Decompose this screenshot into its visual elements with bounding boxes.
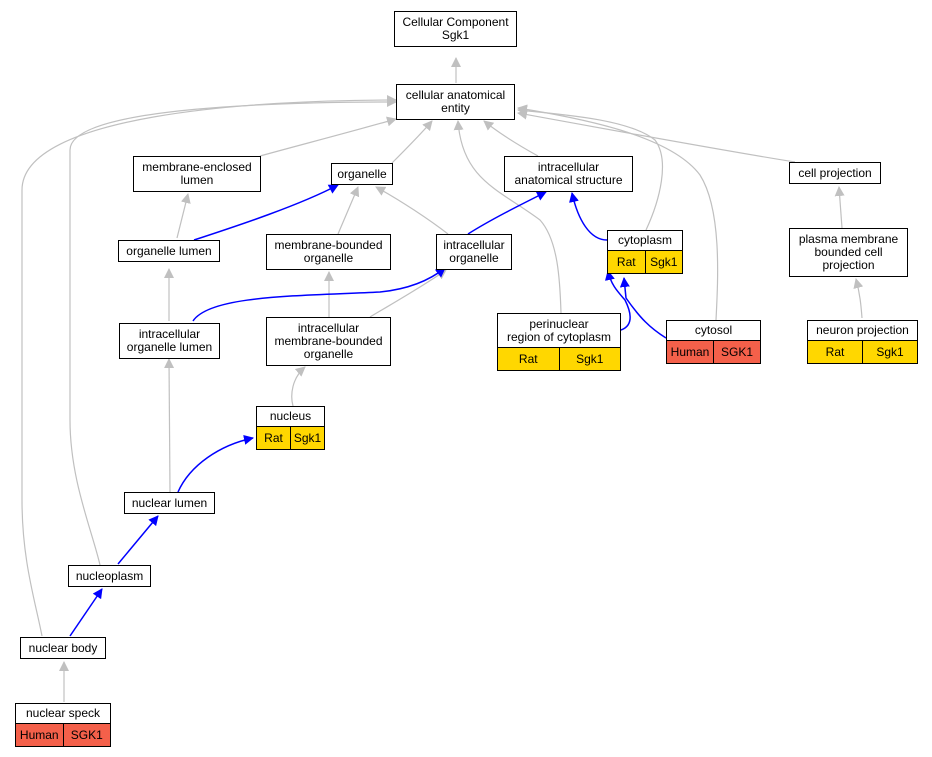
gene-cell: Sgk1 — [644, 251, 683, 273]
edge-cytoplasm-cae — [517, 105, 663, 231]
node-iol[interactable]: intracellular organelle lumen — [119, 323, 220, 359]
annotation-row: Rat Sgk1 — [808, 340, 917, 363]
annotation-row: Rat Sgk1 — [608, 250, 682, 273]
node-label: plasma membrane bounded cell projection — [798, 232, 899, 272]
node-label: cytoplasm — [617, 233, 673, 247]
node-label: nucleoplasm — [75, 568, 144, 583]
edge-nuclumen-nucleus — [177, 434, 254, 493]
node-label: nuclear lumen — [131, 495, 208, 510]
edge-intorg-ias — [467, 191, 547, 235]
edge-nuclumen-iol — [164, 358, 175, 493]
species-cell: Rat — [616, 255, 636, 269]
node-label: Cellular Component Sgk1 — [402, 15, 509, 42]
species-cell: Rat — [264, 431, 283, 445]
gene-cell: SGK1 — [62, 724, 111, 746]
edge-organelle-cae — [391, 120, 433, 164]
node-label: intracellular organelle — [443, 238, 505, 265]
node-label: nuclear speck — [25, 706, 101, 720]
gene-cell: Sgk1 — [558, 348, 621, 370]
node-label: cytosol — [694, 323, 733, 337]
node-mbo[interactable]: membrane-bounded organelle — [266, 234, 391, 270]
node-mel[interactable]: membrane-enclosed lumen — [133, 156, 261, 192]
node-label: intracellular membrane-bounded organelle — [274, 321, 383, 361]
edge-perinuc-cae — [453, 120, 562, 314]
node-label: intracellular anatomical structure — [514, 160, 623, 187]
edge-pmbcp-cellproj — [834, 186, 845, 229]
node-label: membrane-bounded organelle — [274, 238, 383, 265]
node-root[interactable]: Cellular Component Sgk1 — [394, 11, 517, 47]
node-orglumen[interactable]: organelle lumen — [118, 240, 220, 262]
edge-nucleoplasm-nuclumen — [117, 515, 159, 565]
node-label: nuclear body — [28, 640, 98, 655]
edge-perinuc-cytoplasm — [605, 270, 631, 331]
edge-nucbody-cae — [21, 95, 397, 637]
edge-nucbody-nucleoplasm — [69, 588, 103, 637]
edge-orglumen-organelle — [193, 184, 339, 241]
node-label: intracellular organelle lumen — [126, 327, 213, 354]
node-label: perinuclear region of cytoplasm — [506, 316, 612, 344]
species-cell: Rat — [518, 352, 538, 366]
edge-intorg-organelle — [375, 186, 449, 235]
node-label: organelle — [337, 166, 387, 181]
species-cell: Human — [19, 728, 59, 742]
node-nucbody[interactable]: nuclear body — [20, 637, 106, 659]
node-cae[interactable]: cellular anatomical entity — [396, 84, 515, 120]
species-cell: Rat — [825, 345, 845, 359]
node-pmbcp[interactable]: plasma membrane bounded cell projection — [789, 228, 908, 277]
node-label: cell projection — [798, 165, 872, 180]
gene-cell: Sgk1 — [862, 341, 917, 363]
node-nuclumen[interactable]: nuclear lumen — [124, 492, 215, 514]
gene-cell: SGK1 — [713, 341, 760, 363]
node-label: neuron projection — [816, 323, 909, 337]
node-label: membrane-enclosed lumen — [142, 160, 252, 187]
edge-cytosol-cytoplasm — [619, 277, 667, 339]
species-cell: Human — [670, 345, 710, 359]
node-ias[interactable]: intracellular anatomical structure — [504, 156, 633, 192]
edge-cellproj-cae — [517, 109, 796, 163]
edge-ias-cae — [483, 120, 539, 157]
edge-cytoplasm-ias — [569, 192, 608, 241]
edge-mel-cae — [259, 116, 397, 157]
node-imbo[interactable]: intracellular membrane-bounded organelle — [266, 317, 391, 366]
annotation-row: Rat Sgk1 — [257, 426, 324, 449]
node-organelle[interactable]: organelle — [331, 163, 393, 185]
edge-nucleus-imbo — [291, 366, 306, 407]
node-label: cellular anatomical entity — [405, 88, 506, 115]
edge-mbo-organelle — [337, 186, 360, 235]
edge-neuronproj-pmbcp — [853, 278, 864, 319]
annotation-row: Rat Sgk1 — [498, 347, 620, 370]
node-nucleoplasm[interactable]: nucleoplasm — [68, 565, 151, 587]
node-cellproj[interactable]: cell projection — [789, 162, 881, 184]
edge-orglumen-mel — [176, 193, 191, 239]
edge-iol-intorg — [192, 267, 446, 322]
edge-iol-cae — [69, 97, 397, 566]
node-label: nucleus — [269, 409, 312, 423]
node-intorg[interactable]: intracellular organelle — [436, 234, 512, 270]
gene-cell: Sgk1 — [290, 427, 324, 449]
node-label: organelle lumen — [126, 243, 212, 258]
edge-cytosol-cae — [517, 104, 719, 321]
